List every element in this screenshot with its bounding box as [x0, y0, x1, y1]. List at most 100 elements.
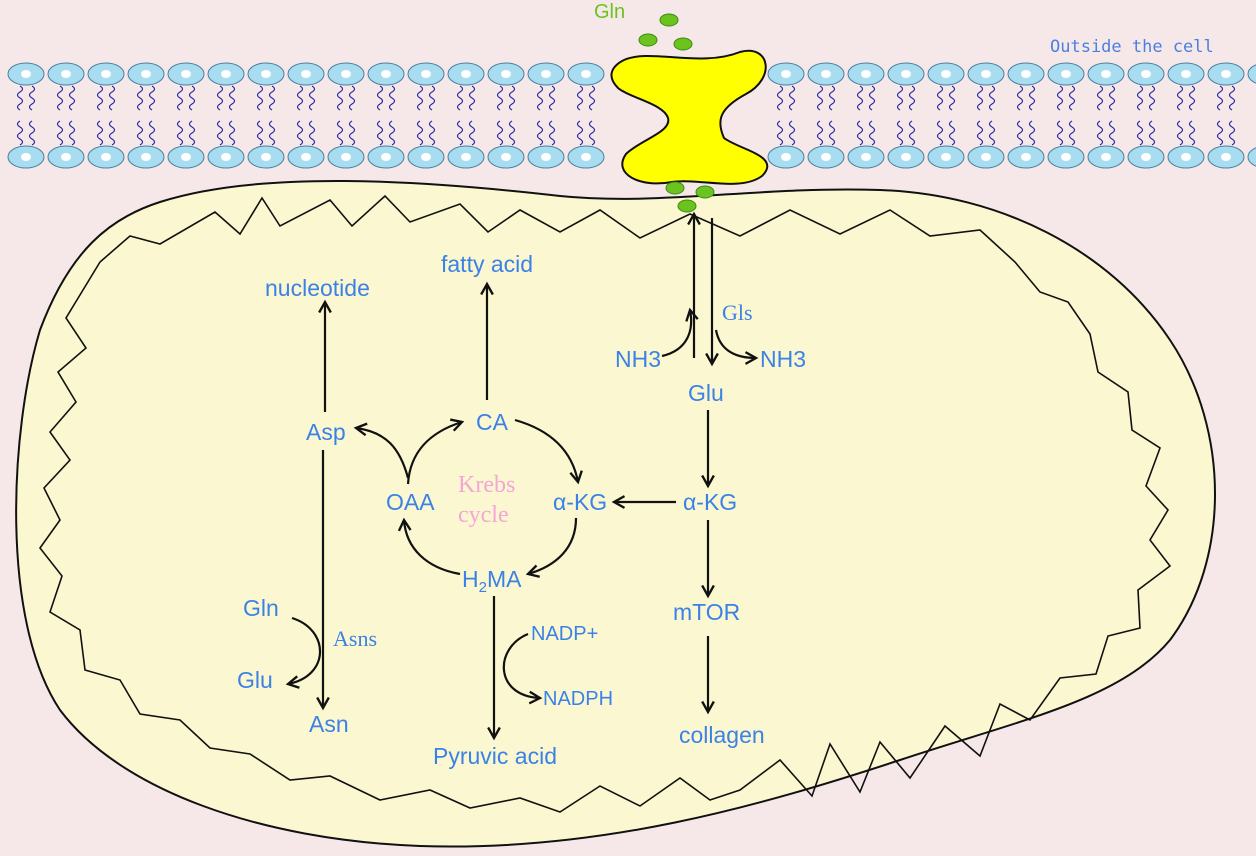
h2ma-subscript: 2	[479, 579, 487, 596]
lipid-tail	[1068, 85, 1076, 111]
lipid-tail	[416, 85, 424, 111]
lipid-head-center	[501, 153, 511, 161]
pathway-arrows	[288, 214, 756, 738]
lipid-tail	[1188, 85, 1196, 111]
lipid-tail	[1028, 120, 1036, 146]
lipid-tail	[428, 120, 436, 146]
lipid-tail	[56, 120, 64, 146]
lipid-tail	[896, 85, 904, 111]
outside-the-cell-label: Outside the cell	[1050, 37, 1214, 57]
lipid-head-center	[461, 70, 471, 78]
krebs-label-line2: cycle	[458, 502, 509, 528]
lipid-tail	[468, 85, 476, 111]
lipid-tail	[96, 120, 104, 146]
node-asn: Asn	[309, 711, 349, 737]
lipid-tail	[256, 120, 264, 146]
lipid-tail	[548, 85, 556, 111]
lipid-tail	[388, 120, 396, 146]
lipid-tail	[228, 120, 236, 146]
lipid-tail	[536, 85, 544, 111]
lipid-tail	[1148, 85, 1156, 111]
node-nucleotide: nucleotide	[265, 275, 370, 301]
lipid-head-center	[181, 70, 191, 78]
lipid-head-center	[861, 70, 871, 78]
lipid-head-center	[61, 70, 71, 78]
lipid-tail	[868, 85, 876, 111]
h2ma-tail: MA	[487, 566, 522, 592]
lipid-tail	[948, 120, 956, 146]
lipid-head-center	[101, 153, 111, 161]
arrow-ca-to-akg	[514, 418, 578, 482]
krebs-label-line1: Krebs	[458, 472, 515, 498]
lipid-tail	[1136, 85, 1144, 111]
lipid-head-center	[301, 153, 311, 161]
lipid-tail	[296, 120, 304, 146]
arrow-akg-to-h2ma	[528, 517, 578, 574]
lipid-tail	[376, 85, 384, 111]
lipid-head	[1247, 64, 1256, 84]
lipid-head-center	[861, 153, 871, 161]
lipid-tail	[1056, 85, 1064, 111]
lipid-tail	[376, 120, 384, 146]
lipid-head-center	[1021, 153, 1031, 161]
lipid-head-center	[1221, 153, 1231, 161]
lipid-tail	[176, 120, 184, 146]
lipid-tail	[336, 120, 344, 146]
glutamine-molecules	[638, 13, 715, 213]
lipid-tail	[816, 85, 824, 111]
lipid-head-center	[781, 70, 791, 78]
node-mtor: mTOR	[673, 599, 740, 625]
lipid-tail	[136, 85, 144, 111]
lipid-tail	[896, 120, 904, 146]
lipid-tail	[148, 85, 156, 111]
lipid-head-center	[141, 70, 151, 78]
lipid-tail	[268, 120, 276, 146]
lipid-head-center	[781, 153, 791, 161]
lipid-tail	[388, 85, 396, 111]
node-glu-right: Glu	[688, 380, 724, 406]
lipid-tail	[188, 120, 196, 146]
lipid-tail	[456, 85, 464, 111]
lipid-tail	[908, 120, 916, 146]
lipid-tail	[496, 120, 504, 146]
lipid-tail	[1096, 85, 1104, 111]
arrow-nh3-out	[714, 329, 756, 358]
lipid-head-center	[461, 153, 471, 161]
lipid-head-center	[301, 70, 311, 78]
lipid-tail	[416, 120, 424, 146]
lipid-tail	[588, 120, 596, 146]
cell-body	[15, 179, 1216, 848]
enzyme-asns: Asns	[333, 626, 377, 651]
lipid-tail	[456, 120, 464, 146]
glutamine-transporter	[610, 49, 769, 185]
lipid-tail	[216, 120, 224, 146]
lipid-tail	[776, 85, 784, 111]
lipid-tail	[348, 85, 356, 111]
lipid-tail	[1228, 85, 1236, 111]
lipid-head-center	[141, 153, 151, 161]
lipid-tail	[548, 120, 556, 146]
arrow-gln-to-glu	[288, 616, 322, 684]
lipid-tail	[228, 85, 236, 111]
lipid-tail	[56, 85, 64, 111]
lipid-head-center	[1141, 70, 1151, 78]
node-oaa: OAA	[386, 489, 435, 515]
arrow-nadp-to-nadph	[502, 632, 540, 698]
cell-cristae	[39, 194, 1172, 813]
lipid-tail	[1228, 120, 1236, 146]
lipid-head-center	[221, 153, 231, 161]
node-nadp-plus: NADP+	[531, 623, 598, 645]
lipid-tail	[176, 85, 184, 111]
lipid-tail	[28, 120, 36, 146]
lipid-tail	[776, 120, 784, 146]
lipid-head-center	[1221, 70, 1231, 78]
lipid-tail	[508, 85, 516, 111]
lipid-tail	[16, 120, 24, 146]
lipid-head-center	[1021, 70, 1031, 78]
lipid-tail	[468, 120, 476, 146]
lipid-tail	[508, 120, 516, 146]
lipid-tail	[976, 85, 984, 111]
transporter-gln-label: Gln	[594, 1, 625, 23]
lipid-head-center	[541, 70, 551, 78]
